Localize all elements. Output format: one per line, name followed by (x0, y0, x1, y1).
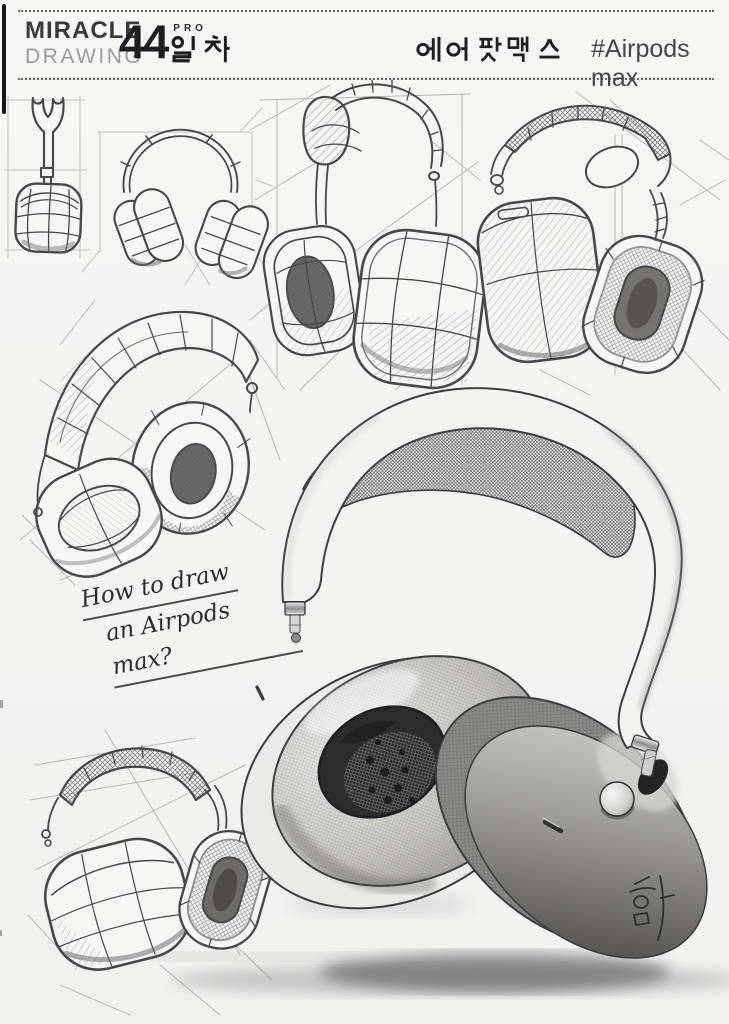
day-suffix-glyphs (170, 35, 230, 64)
pro-label: PRO (173, 23, 207, 34)
page-header: MIRACLE DRAWING 44 PRO 일차 (0, 0, 729, 92)
artist-signature: 함 (628, 872, 680, 944)
brand-logo: MIRACLE DRAWING (25, 17, 144, 68)
scan-edge-tick (0, 700, 3, 708)
header-dotted-rule-bottom (18, 78, 714, 80)
scan-edge-tick (0, 930, 2, 936)
brand-line2: DRAWING (25, 45, 144, 68)
tilted-view-right-cup (130, 401, 251, 535)
sketch-earcup-side-view (4, 95, 91, 259)
noise-button-slit (542, 819, 564, 834)
sketch-three-quarter-right (476, 91, 729, 396)
right-telescope-stem (630, 734, 660, 777)
tilted-view-left-cup (35, 457, 163, 578)
artist-signature-strokes (629, 875, 675, 941)
digital-crown-drawing (599, 781, 635, 817)
hangul-maek-glyph (507, 36, 529, 62)
sketch-three-quarter-center (249, 79, 487, 391)
three-quarter-center-far-cup (262, 225, 366, 357)
header-dotted-rule-top (18, 10, 714, 12)
sketch-tilted-top-view (19, 299, 286, 586)
front-view-right-earcup (194, 199, 269, 280)
three-quarter-right-far-cup (581, 234, 705, 375)
day-counter-suffix: PRO 일차 (170, 21, 230, 64)
hangul-pat-glyph (479, 37, 502, 62)
artist-signature-text: 함 (628, 872, 629, 873)
front-view-left-earcup (113, 188, 185, 267)
sketch-bottom-left-view (27, 729, 273, 1016)
day-counter: 44 PRO 일차 (119, 15, 230, 68)
day-suffix-text: 일차 (170, 21, 171, 22)
driver-speckles (366, 739, 415, 804)
hangul-il-glyph (171, 36, 196, 63)
day-number: 44 (119, 15, 169, 68)
sketch-front-view (81, 107, 273, 286)
hangul-eo-glyph (446, 37, 468, 61)
three-quarter-right-near-cup (476, 196, 605, 364)
hangul-seu-glyph (539, 38, 560, 59)
headband-frame (281, 387, 683, 749)
right-earcup-drawing (434, 696, 708, 959)
hangul-e-glyph (416, 36, 441, 62)
left-telescope-stem (284, 601, 306, 643)
subject-title: 에어팟맥스 (416, 36, 563, 63)
brand-line1: MIRACLE (25, 17, 142, 44)
scan-edge-artifact (2, 4, 6, 114)
three-quarter-center-near-cup (352, 228, 487, 390)
hashtag-label: #Airpods max (591, 35, 690, 92)
main-airpods-max-drawing (150, 387, 729, 996)
bottom-left-near-cup (43, 837, 192, 971)
bottom-left-far-cup (178, 829, 273, 950)
hangul-cha-glyph (204, 35, 230, 63)
